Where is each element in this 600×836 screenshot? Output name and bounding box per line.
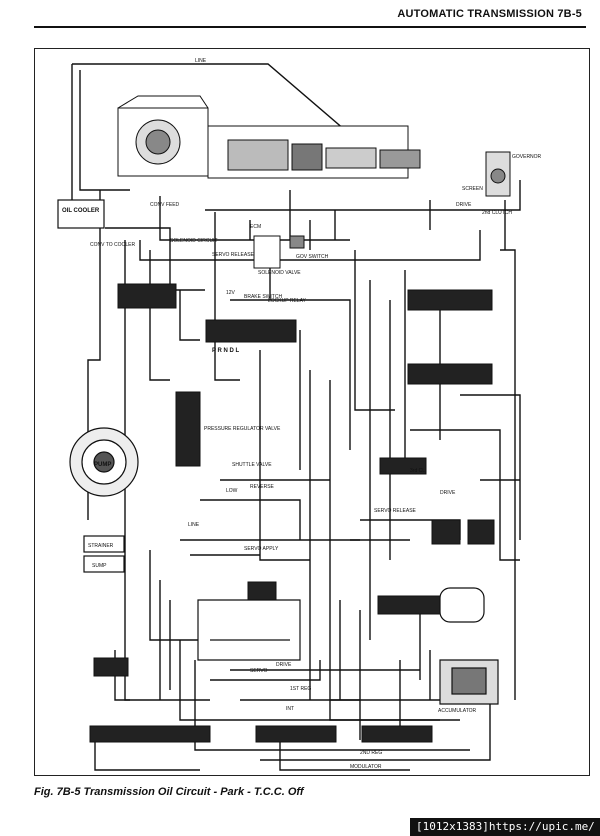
label-conv-to-cooler: CONV TO COOLER [90, 242, 135, 248]
label-solenoid-valve: SOLENOID VALVE [258, 270, 301, 276]
label-servo: SERVO [250, 668, 268, 674]
label-drive-low: DRIVE [276, 662, 292, 668]
label-shuttle-valve: SHUTTLE VALVE [232, 462, 272, 468]
page-header: AUTOMATIC TRANSMISSION 7B-5 [34, 8, 586, 28]
label-drive-top: DRIVE [456, 202, 472, 208]
diagram-frame [34, 48, 590, 776]
label-screen: SCREEN [462, 186, 483, 192]
label-brake-switch: BRAKE SWITCH [244, 294, 282, 300]
label-oil-cooler: OIL COOLER [62, 208, 100, 214]
label-second-reg: 2ND REG [360, 750, 382, 756]
label-prndl: P R N D L [212, 348, 240, 354]
label-pressure-regulator: PRESSURE REGULATOR VALVE [204, 426, 281, 432]
label-pump: PUMP [94, 462, 111, 468]
label-solenoid-circuit: SOLENOID CIRCUIT [170, 238, 218, 244]
label-gov-switch: GOV SWITCH [296, 254, 329, 260]
label-third-clutch: 3rd CL [410, 468, 425, 474]
label-drive-mid: DRIVE [440, 490, 456, 496]
label-servo-release-top: SERVO RELEASE [212, 252, 255, 258]
label-accumulator: ACCUMULATOR [438, 708, 477, 714]
label-ecm: ECM [250, 224, 261, 230]
label-strainer: STRAINER [88, 543, 114, 549]
label-sump: SUMP [92, 563, 107, 569]
label-servo-release-mid: SERVO RELEASE [374, 508, 417, 514]
label-line-mid: LINE [188, 522, 200, 528]
figure-caption: Fig. 7B-5 Transmission Oil Circuit - Par… [34, 786, 304, 798]
label-low: LOW [226, 488, 238, 494]
label-int: INT [286, 706, 294, 712]
label-first-reg: 1ST REG [290, 686, 311, 692]
label-conv-feed: CONV FEED [150, 202, 180, 208]
label-servo-apply: SERVO APPLY [244, 546, 279, 552]
watermark: [1012x1383]https://upic.me/ [410, 818, 600, 836]
label-reverse: REVERSE [250, 484, 275, 490]
page-header-title: AUTOMATIC TRANSMISSION 7B-5 [397, 8, 582, 20]
label-second-clutch: 2nd CLUTCH [482, 210, 512, 216]
label-governor: GOVERNOR [512, 154, 542, 160]
label-12v: 12V [226, 290, 236, 296]
label-modulator: MODULATOR [350, 764, 382, 770]
label-lockup-relay: LOCKUP RELAY [268, 298, 307, 304]
label-line-top: LINE [195, 58, 207, 64]
